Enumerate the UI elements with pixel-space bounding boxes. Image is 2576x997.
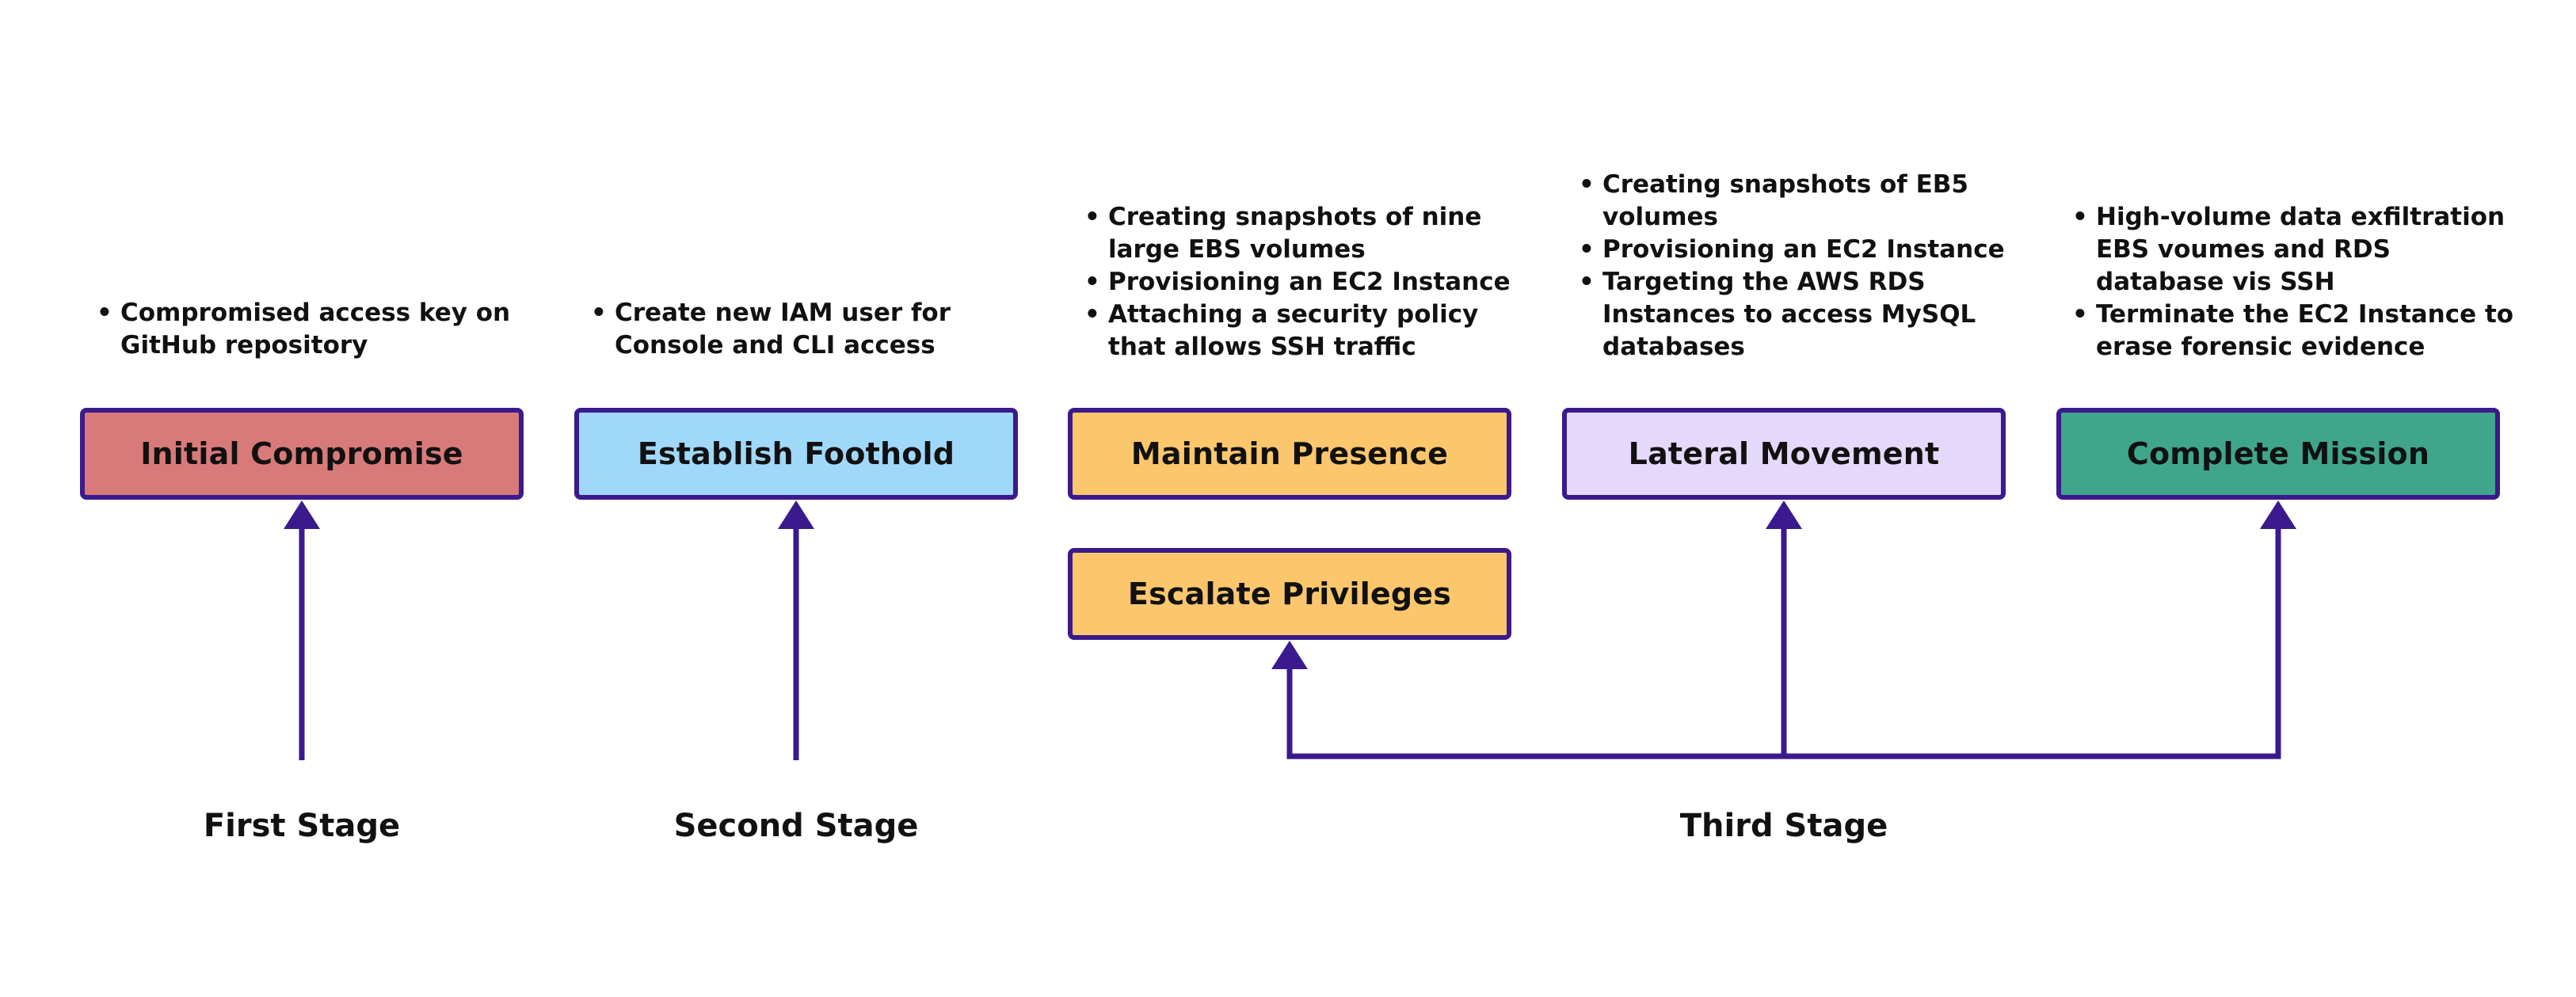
stage-label: Complete Mission	[2126, 436, 2430, 471]
note-item: Create new IAM user for Console and CLI …	[591, 297, 1033, 362]
note-item: Creating snapshots of EB5 volumes	[1579, 169, 2021, 234]
notes-initial-compromise: Compromised access key on GitHub reposit…	[95, 297, 539, 362]
stage-label: Initial Compromise	[140, 436, 463, 471]
notes-establish-foothold: Create new IAM user for Console and CLI …	[589, 297, 1033, 362]
phase-label-first-stage: First Stage	[203, 808, 401, 844]
arrowhead-establish-foothold	[778, 500, 814, 529]
stage-label: Escalate Privileges	[1127, 577, 1452, 611]
note-item: Creating snapshots of nine large EBS vol…	[1084, 201, 1526, 266]
arrowhead-escalate-privileges	[1271, 641, 1308, 669]
note-item: Compromised access key on GitHub reposit…	[97, 297, 539, 362]
arrowhead-lateral-movement	[1766, 500, 1802, 529]
stage-box-maintain-presence: Maintain Presence	[1068, 408, 1511, 500]
note-item: Provisioning an EC2 Instance	[1084, 266, 1526, 299]
arrowhead-initial-compromise	[284, 500, 320, 529]
note-item: Attaching a security policy that allows …	[1084, 299, 1526, 363]
note-item: Terminate the EC2 Instance to erase fore…	[2072, 299, 2514, 363]
arrowhead-complete-mission	[2260, 500, 2296, 529]
stage-box-escalate-privileges: Escalate Privileges	[1068, 548, 1511, 640]
stage-box-initial-compromise: Initial Compromise	[80, 408, 524, 500]
phase-label-third-stage: Third Stage	[1679, 808, 1888, 844]
stage-label: Maintain Presence	[1130, 436, 1449, 471]
notes-complete-mission: High-volume data exfiltration EBS voumes…	[2071, 201, 2514, 363]
stage-box-complete-mission: Complete Mission	[2056, 408, 2500, 500]
stage-box-lateral-movement: Lateral Movement	[1562, 408, 2006, 500]
notes-lateral-movement: Creating snapshots of EB5 volumes Provis…	[1577, 169, 2021, 363]
notes-maintain-presence: Creating snapshots of nine large EBS vol…	[1083, 201, 1526, 363]
phase-label-second-stage: Second Stage	[673, 808, 919, 844]
note-item: Targeting the AWS RDS Instances to acces…	[1579, 266, 2021, 363]
stage-box-establish-foothold: Establish Foothold	[574, 408, 1018, 500]
stage-label: Establish Foothold	[637, 436, 955, 471]
note-item: High-volume data exfiltration EBS voumes…	[2072, 201, 2514, 299]
note-item: Provisioning an EC2 Instance	[1579, 234, 2021, 266]
stage-label: Lateral Movement	[1628, 436, 1940, 471]
